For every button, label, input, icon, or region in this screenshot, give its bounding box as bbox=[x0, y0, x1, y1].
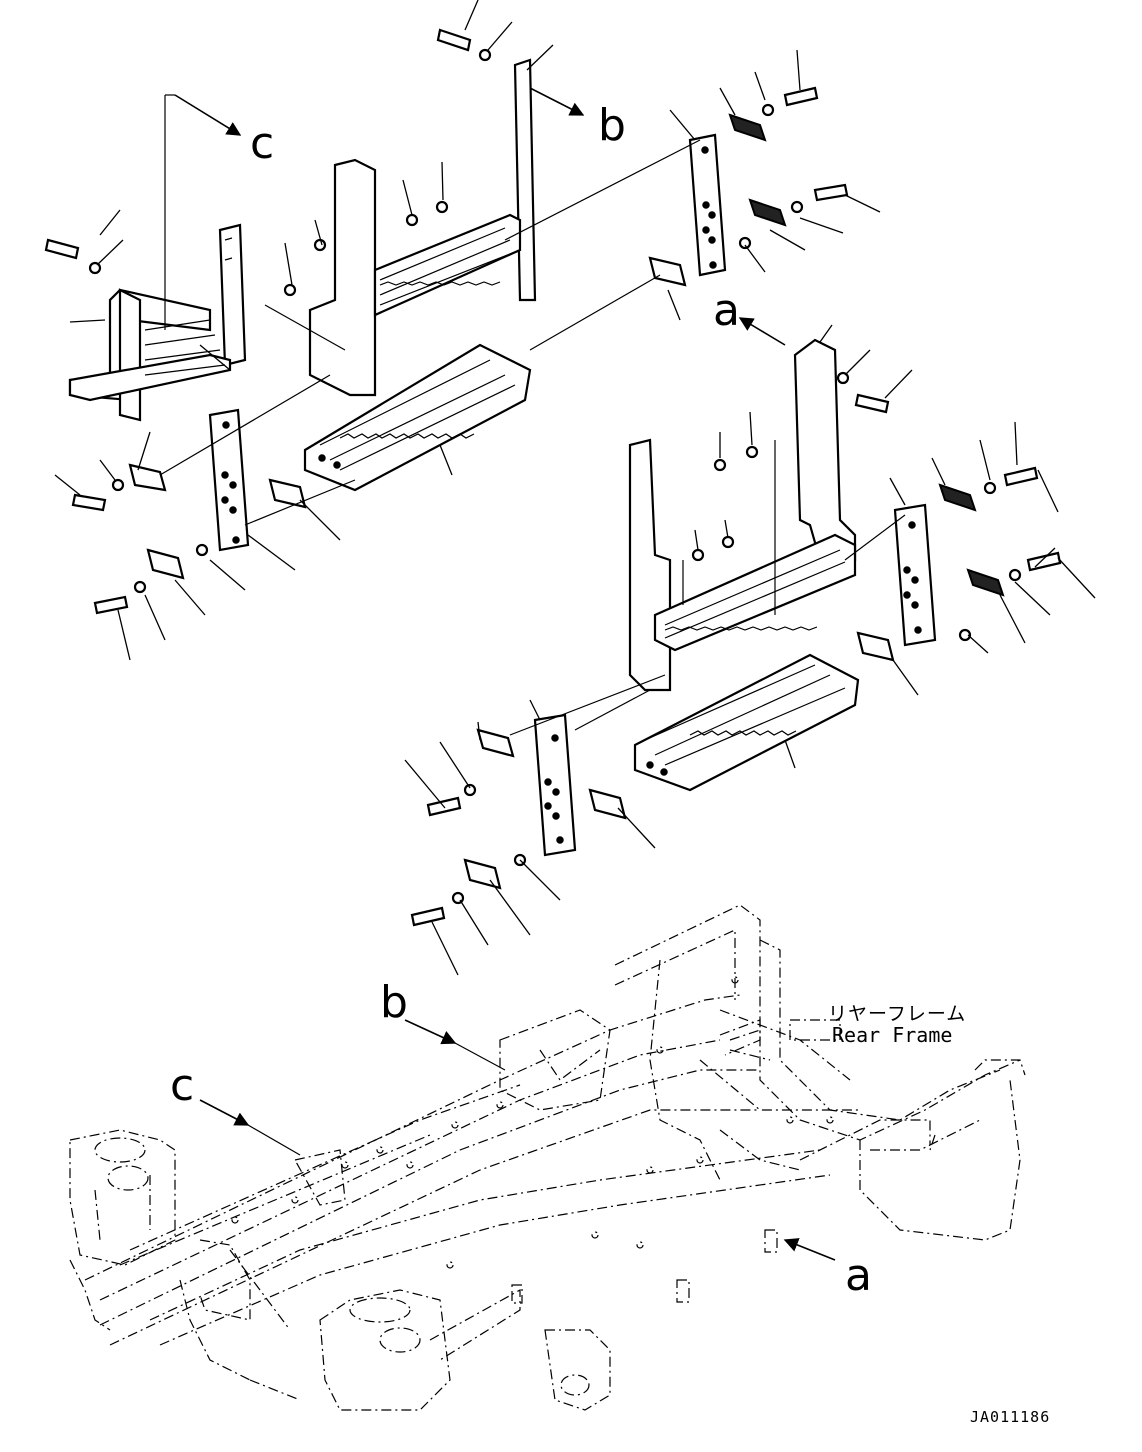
view-arrows-top bbox=[165, 87, 786, 346]
mounting-plate-lower-left bbox=[533, 713, 577, 857]
step-bracket-b bbox=[308, 58, 537, 397]
drawing-code: JA011186 bbox=[970, 1408, 1050, 1426]
step-tread-upper bbox=[303, 343, 532, 492]
view-label-c-frame: c bbox=[170, 1060, 194, 1111]
step-bracket-a bbox=[628, 338, 857, 692]
view-label-b-frame: b bbox=[380, 977, 408, 1028]
shims-upper bbox=[128, 113, 787, 580]
mounting-plate-upper-left bbox=[208, 408, 250, 552]
view-label-a-top: a bbox=[713, 285, 740, 336]
bolts-upper bbox=[44, 28, 849, 615]
rear-frame bbox=[69, 904, 1026, 1411]
assembly-lines bbox=[54, 0, 1096, 976]
view-label-c-top: c bbox=[250, 118, 274, 169]
view-label-b-top: b bbox=[598, 100, 626, 151]
frame-label-japanese: リヤーフレーム bbox=[828, 1003, 966, 1025]
shims-lower bbox=[463, 483, 1005, 890]
step-tread-lower bbox=[633, 653, 860, 792]
step-bracket-c bbox=[68, 223, 247, 422]
view-arrows-frame bbox=[199, 1019, 836, 1261]
view-label-a-frame: a bbox=[845, 1250, 872, 1301]
frame-label-english: Rear Frame bbox=[832, 1023, 952, 1047]
bolts-lower bbox=[410, 371, 1062, 927]
mounting-plate-upper-right bbox=[688, 133, 727, 277]
mounting-plate-lower-right bbox=[893, 503, 937, 647]
